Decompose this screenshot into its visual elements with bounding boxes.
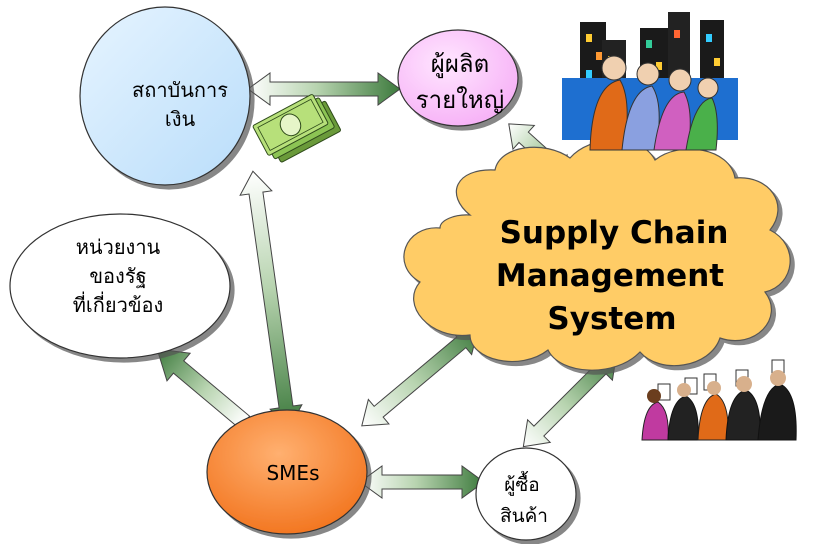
business-people-city-icon bbox=[562, 12, 738, 151]
scm-label-line2: Management bbox=[496, 258, 724, 294]
judges-scorecards-icon bbox=[641, 359, 797, 441]
scm-cloud bbox=[403, 139, 791, 371]
scm-label-line1: Supply Chain bbox=[500, 215, 729, 251]
government-label-line1: หน่วยงาน bbox=[76, 235, 161, 259]
producer-label-line1: ผู้ผลิต bbox=[431, 50, 489, 79]
buyer-node bbox=[475, 447, 577, 541]
smes-node bbox=[206, 409, 368, 535]
arrow-smes-government bbox=[156, 348, 251, 430]
arrow-financial-producer bbox=[247, 72, 401, 106]
government-node bbox=[9, 213, 231, 359]
producer-node bbox=[397, 29, 519, 127]
buyer-label-line1: ผู้ซื้อ bbox=[504, 471, 539, 496]
money-icon bbox=[252, 94, 341, 163]
scm-label-line3: System bbox=[547, 301, 676, 337]
financial-label-line2: เงิน bbox=[165, 107, 196, 131]
producer-label-line2: รายใหญ่ bbox=[416, 86, 504, 114]
buyer-label-line2: สินค้า bbox=[500, 505, 548, 527]
smes-label: SMEs bbox=[266, 461, 319, 485]
arrow-smes-buyer bbox=[359, 465, 485, 499]
government-label-line2: ของรัฐ bbox=[89, 264, 146, 288]
financial-label-line1: สถาบันการ bbox=[132, 78, 228, 102]
arrow-financial-smes bbox=[239, 170, 303, 430]
financial-node bbox=[79, 6, 251, 186]
government-label-line3: ที่เกี่ยวข้อง bbox=[73, 291, 164, 317]
